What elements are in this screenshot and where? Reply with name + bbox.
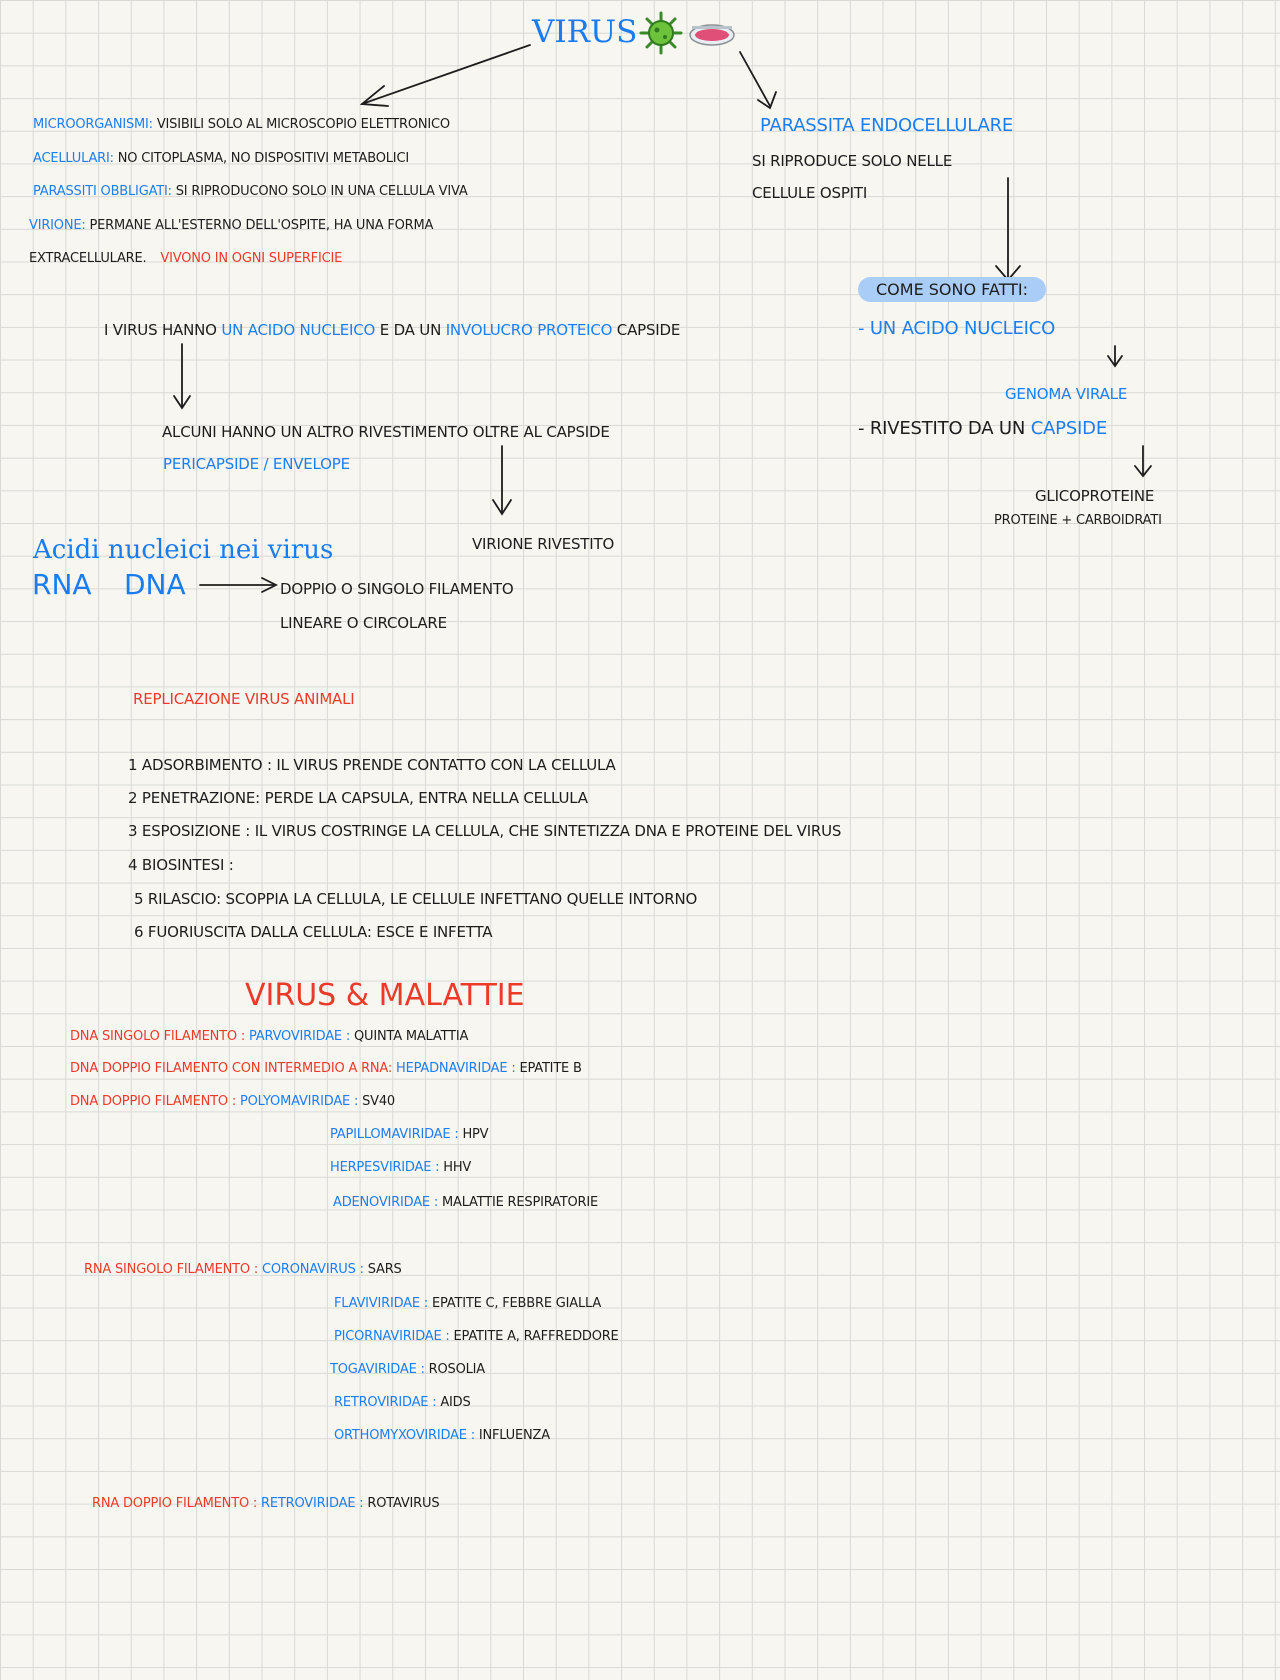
- structure-genome: GENOMA VIRALE: [1005, 385, 1128, 403]
- structure-glyco: GLICOPROTEINE: [1035, 487, 1155, 505]
- disease-name: SV40: [362, 1094, 395, 1109]
- extracellular-row: EXTRACELLULARE. VIVONO IN OGNI SUPERFICI…: [29, 251, 342, 266]
- disease-row: DNA DOPPIO FILAMENTO : POLYOMAVIRIDAE : …: [70, 1094, 395, 1109]
- trait-desc: SI RIPRODUCONO SOLO IN UNA CELLULA VIVA: [175, 184, 468, 199]
- disease-group: DNA DOPPIO FILAMENTO CON INTERMEDIO A RN…: [70, 1061, 393, 1076]
- disease-group: RNA DOPPIO FILAMENTO :: [92, 1496, 258, 1511]
- structure-capsid-row: - RIVESTITO DA UN CAPSIDE: [858, 418, 1107, 439]
- disease-family: HEPADNAVIRIDAE :: [396, 1061, 516, 1076]
- envelope-line: ALCUNI HANNO UN ALTRO RIVESTIMENTO OLTRE…: [162, 423, 610, 441]
- disease-name: HPV: [462, 1127, 489, 1142]
- parasite-title: PARASSITA ENDOCELLULARE: [760, 115, 1014, 136]
- disease-family: ADENOVIRIDAE :: [333, 1195, 439, 1210]
- petri-dish-icon: [688, 22, 736, 52]
- disease-name: EPATITE A, RAFFREDDORE: [453, 1329, 619, 1344]
- virus-icon: [638, 10, 684, 60]
- parasite-line2: CELLULE OSPITI: [752, 184, 868, 202]
- disease-row: RETROVIRIDAE : AIDS: [334, 1395, 471, 1410]
- disease-row: ORTHOMYXOVIRIDAE : INFLUENZA: [334, 1428, 550, 1443]
- disease-family: TOGAVIRIDAE :: [330, 1362, 425, 1377]
- structure-glyco-sub: PROTEINE + CARBOIDRATI: [994, 513, 1162, 528]
- structure-capsid: CAPSIDE: [1030, 418, 1108, 439]
- envelope-virion: VIRIONE RIVESTITO: [472, 535, 615, 553]
- nucleic-heading: Acidi nucleici nei virus: [33, 535, 334, 565]
- disease-name: ROTAVIRUS: [367, 1496, 440, 1511]
- disease-family: ORTHOMYXOVIRIDAE :: [334, 1428, 475, 1443]
- trait-term: ACELLULARI:: [33, 151, 114, 166]
- disease-row: HERPESVIRIDAE : HHV: [330, 1160, 471, 1175]
- parasite-line1: SI RIPRODUCE SOLO NELLE: [752, 152, 953, 170]
- structure-capsid-prefix: - RIVESTITO DA UN: [858, 418, 1026, 439]
- disease-row: DNA SINGOLO FILAMENTO : PARVOVIRIDAE : Q…: [70, 1029, 468, 1044]
- replication-step: 5 RILASCIO: SCOPPIA LA CELLULA, LE CELLU…: [134, 890, 698, 908]
- main-p1: I VIRUS HANNO: [104, 321, 217, 339]
- disease-row: TOGAVIRIDAE : ROSOLIA: [330, 1362, 485, 1377]
- disease-row: PAPILLOMAVIRIDAE : HPV: [330, 1127, 489, 1142]
- main-p4: INVOLUCRO PROTEICO: [445, 321, 613, 339]
- main-sentence: I VIRUS HANNO UN ACIDO NUCLEICO E DA UN …: [104, 321, 680, 339]
- disease-name: ROSOLIA: [428, 1362, 486, 1377]
- trait-desc: VISIBILI SOLO AL MICROSCOPIO ELETTRONICO: [156, 117, 450, 132]
- trait-term: PARASSITI OBBLIGATI:: [33, 184, 172, 199]
- disease-family: CORONAVIRUS :: [261, 1262, 364, 1277]
- trait-desc: NO CITOPLASMA, NO DISPOSITIVI METABOLICI: [117, 151, 409, 166]
- trait-row: VIRIONE: PERMANE ALL'ESTERNO DELL'OSPITE…: [29, 218, 433, 233]
- disease-family: RETROVIRIDAE :: [334, 1395, 437, 1410]
- structure-acid: - UN ACIDO NUCLEICO: [858, 318, 1056, 339]
- disease-family: POLYOMAVIRIDAE :: [240, 1094, 359, 1109]
- nucleic-dna: DNA: [124, 568, 186, 601]
- disease-name: EPATITE B: [519, 1061, 582, 1076]
- disease-row: DNA DOPPIO FILAMENTO CON INTERMEDIO A RN…: [70, 1061, 582, 1076]
- extracellular-red: VIVONO IN OGNI SUPERFICIE: [160, 251, 343, 266]
- trait-row: PARASSITI OBBLIGATI: SI RIPRODUCONO SOLO…: [33, 184, 468, 199]
- trait-desc: PERMANE ALL'ESTERNO DELL'OSPITE, HA UNA …: [89, 218, 434, 233]
- nucleic-rna: RNA: [32, 568, 92, 601]
- page-title: VIRUS: [532, 14, 638, 50]
- trait-row: MICROORGANISMI: VISIBILI SOLO AL MICROSC…: [33, 117, 450, 132]
- trait-row: ACELLULARI: NO CITOPLASMA, NO DISPOSITIV…: [33, 151, 409, 166]
- disease-family: PAPILLOMAVIRIDAE :: [330, 1127, 459, 1142]
- disease-row: PICORNAVIRIDAE : EPATITE A, RAFFREDDORE: [334, 1329, 619, 1344]
- main-p3: E DA UN: [379, 321, 442, 339]
- structure-pill: COME SONO FATTI:: [858, 277, 1046, 302]
- main-p5: CAPSIDE: [616, 321, 681, 339]
- disease-family: RETROVIRIDAE :: [261, 1496, 364, 1511]
- disease-row: RNA SINGOLO FILAMENTO : CORONAVIRUS : SA…: [84, 1262, 402, 1277]
- disease-family: FLAVIVIRIDAE :: [334, 1296, 429, 1311]
- nucleic-line2: LINEARE O CIRCOLARE: [280, 614, 447, 632]
- trait-term: VIRIONE:: [29, 218, 86, 233]
- disease-group: DNA DOPPIO FILAMENTO :: [70, 1094, 237, 1109]
- replication-step: 4 BIOSINTESI :: [128, 856, 234, 874]
- disease-name: SARS: [367, 1262, 402, 1277]
- extracellular-text: EXTRACELLULARE.: [29, 251, 147, 266]
- nucleic-line1: DOPPIO O SINGOLO FILAMENTO: [280, 580, 514, 598]
- replication-step: 3 ESPOSIZIONE : IL VIRUS COSTRINGE LA CE…: [128, 822, 842, 840]
- replication-heading: REPLICAZIONE VIRUS ANIMALI: [133, 690, 355, 708]
- disease-name: QUINTA MALATTIA: [353, 1029, 469, 1044]
- replication-step: 2 PENETRAZIONE: PERDE LA CAPSULA, ENTRA …: [128, 789, 588, 807]
- trait-term: MICROORGANISMI:: [33, 117, 153, 132]
- disease-row: RNA DOPPIO FILAMENTO : RETROVIRIDAE : RO…: [92, 1496, 440, 1511]
- disease-family: PARVOVIRIDAE :: [248, 1029, 351, 1044]
- disease-name: AIDS: [440, 1395, 471, 1410]
- disease-row: ADENOVIRIDAE : MALATTIE RESPIRATORIE: [333, 1195, 598, 1210]
- disease-name: MALATTIE RESPIRATORIE: [441, 1195, 598, 1210]
- envelope-blue: PERICAPSIDE / ENVELOPE: [163, 455, 350, 473]
- disease-name: INFLUENZA: [478, 1428, 550, 1443]
- disease-row: FLAVIVIRIDAE : EPATITE C, FEBBRE GIALLA: [334, 1296, 601, 1311]
- disease-group: RNA SINGOLO FILAMENTO :: [84, 1262, 259, 1277]
- disease-name: HHV: [443, 1160, 472, 1175]
- replication-step: 6 FUORIUSCITA DALLA CELLULA: ESCE E INFE…: [134, 923, 493, 941]
- main-p2: UN ACIDO NUCLEICO: [221, 321, 376, 339]
- disease-family: PICORNAVIRIDAE :: [334, 1329, 450, 1344]
- disease-family: HERPESVIRIDAE :: [330, 1160, 440, 1175]
- disease-name: EPATITE C, FEBBRE GIALLA: [431, 1296, 602, 1311]
- disease-group: DNA SINGOLO FILAMENTO :: [70, 1029, 246, 1044]
- replication-step: 1 ADSORBIMENTO : IL VIRUS PRENDE CONTATT…: [128, 756, 616, 774]
- diseases-heading: VIRUS & MALATTIE: [245, 978, 525, 1013]
